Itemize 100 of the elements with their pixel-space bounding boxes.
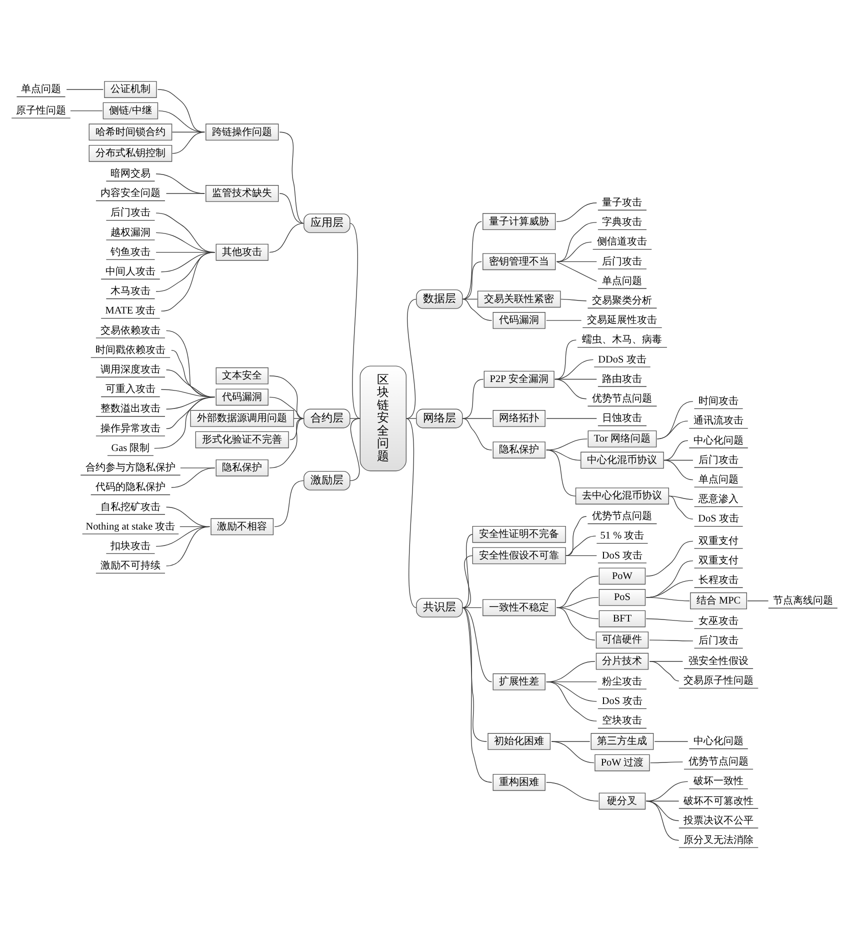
node-box: 可信硬件 bbox=[596, 631, 649, 648]
node-box: 第三方生成 bbox=[590, 732, 654, 750]
node-box: 区块链安全问题 bbox=[360, 365, 407, 471]
connector bbox=[646, 800, 680, 840]
node-box: 密钥管理不当 bbox=[482, 252, 556, 270]
connector bbox=[556, 606, 596, 640]
connector bbox=[650, 761, 684, 763]
node-text: 暗网交易 bbox=[110, 168, 150, 180]
connector bbox=[554, 358, 594, 380]
connector bbox=[556, 241, 592, 262]
node-box: 监管技术缺失 bbox=[206, 184, 279, 202]
node-text: 后门攻击 bbox=[698, 635, 739, 646]
node-box: 外部数据源调用问题 bbox=[190, 410, 294, 426]
node-box: 交易关联性紧密 bbox=[477, 290, 561, 308]
node-box: 代码漏洞 bbox=[216, 388, 268, 406]
node-text: 中心化问题 bbox=[694, 736, 744, 747]
node-box: 跨链操作问题 bbox=[206, 123, 279, 140]
node-text: 女巫攻击 bbox=[698, 615, 739, 626]
node-text: 破坏不可篡改性 bbox=[684, 795, 754, 806]
node-text: 强安全性假设 bbox=[688, 656, 749, 667]
node-text: 交易依赖攻击 bbox=[100, 324, 160, 336]
node-box: 初始化困难 bbox=[488, 732, 551, 750]
connector bbox=[565, 554, 597, 556]
node-box: 哈希时间锁合约 bbox=[88, 123, 172, 140]
node-box: 一致性不稳定 bbox=[482, 598, 556, 616]
connector bbox=[565, 535, 596, 556]
connector bbox=[406, 418, 417, 608]
connector bbox=[157, 88, 205, 132]
connector bbox=[160, 388, 216, 397]
connector bbox=[556, 202, 597, 222]
node-text: 优势节点问题 bbox=[688, 756, 749, 768]
connector bbox=[462, 606, 492, 682]
connector bbox=[462, 298, 492, 320]
connector bbox=[664, 440, 688, 460]
connector bbox=[160, 251, 216, 311]
node-text: 原分叉无法消除 bbox=[684, 834, 754, 846]
connector bbox=[656, 420, 688, 439]
node-text: Nothing at stake 攻击 bbox=[86, 520, 176, 532]
node-box: 网络层 bbox=[416, 408, 463, 428]
node-box: 中心化混币协议 bbox=[580, 451, 664, 468]
node-text: 时间攻击 bbox=[698, 396, 739, 407]
connector bbox=[546, 449, 581, 460]
connector bbox=[158, 110, 205, 132]
connector bbox=[66, 88, 104, 90]
node-text: 单点问题 bbox=[20, 84, 61, 95]
node-text: MATE 攻击 bbox=[105, 305, 156, 316]
connector bbox=[554, 339, 577, 380]
connector bbox=[462, 298, 478, 299]
node-box: 激励层 bbox=[304, 470, 350, 490]
connector bbox=[649, 639, 694, 641]
connector bbox=[646, 618, 694, 622]
node-box: 隐私保护 bbox=[492, 441, 546, 458]
node-box: 数据层 bbox=[416, 288, 463, 308]
node-text: 木马攻击 bbox=[110, 286, 150, 297]
node-box: 激励不相容 bbox=[210, 518, 274, 535]
connector bbox=[649, 660, 680, 681]
node-box: 分片技术 bbox=[596, 652, 649, 670]
node-text: 钓鱼攻击 bbox=[110, 246, 150, 258]
node-box: 分布式私钥控制 bbox=[88, 144, 172, 162]
connector bbox=[646, 780, 688, 801]
node-box: 扩展性差 bbox=[492, 672, 546, 690]
connector bbox=[462, 418, 492, 450]
connector bbox=[747, 600, 769, 601]
node-box: 硬分叉 bbox=[598, 792, 646, 810]
connector bbox=[560, 298, 587, 301]
node-text: 后门攻击 bbox=[698, 454, 739, 466]
node-text: 单点问题 bbox=[698, 474, 739, 485]
node-box: 应用层 bbox=[304, 213, 350, 233]
node-text: 中心化问题 bbox=[694, 434, 744, 446]
node-text: 通讯流攻击 bbox=[694, 415, 744, 426]
node-text: 双重支付 bbox=[698, 554, 739, 566]
connector bbox=[462, 606, 492, 782]
node-box: 形式化验证不完善 bbox=[195, 430, 289, 448]
node-text: 蠕虫、木马、病毒 bbox=[582, 334, 662, 346]
connector bbox=[166, 526, 210, 566]
node-text: 整数溢出攻击 bbox=[100, 403, 160, 414]
node-text: 路由攻击 bbox=[602, 373, 642, 384]
node-box: 安全性证明不完备 bbox=[472, 525, 566, 542]
node-text: 激励不可持续 bbox=[100, 560, 160, 572]
connector bbox=[166, 192, 205, 194]
node-box: BFT bbox=[598, 610, 646, 627]
connector bbox=[556, 260, 597, 282]
connector bbox=[668, 495, 694, 500]
node-box: 文本安全 bbox=[216, 366, 268, 384]
node-text: 时间戳依赖攻击 bbox=[95, 344, 166, 356]
node-text: 粉尘攻击 bbox=[602, 676, 642, 687]
connector bbox=[546, 680, 597, 721]
connector bbox=[269, 418, 304, 468]
node-box: 代码漏洞 bbox=[492, 312, 546, 328]
connector bbox=[269, 396, 304, 418]
connector bbox=[350, 418, 360, 481]
node-text: 原子性问题 bbox=[16, 104, 66, 116]
node-text: 操作异常攻击 bbox=[100, 422, 160, 434]
connector bbox=[546, 438, 588, 450]
connector bbox=[350, 222, 360, 418]
node-text: 自私挖矿攻击 bbox=[100, 501, 160, 512]
connector bbox=[654, 740, 688, 742]
node-text: 侧信道攻击 bbox=[597, 236, 648, 248]
node-box: PoS bbox=[598, 588, 646, 606]
connector bbox=[554, 378, 587, 399]
